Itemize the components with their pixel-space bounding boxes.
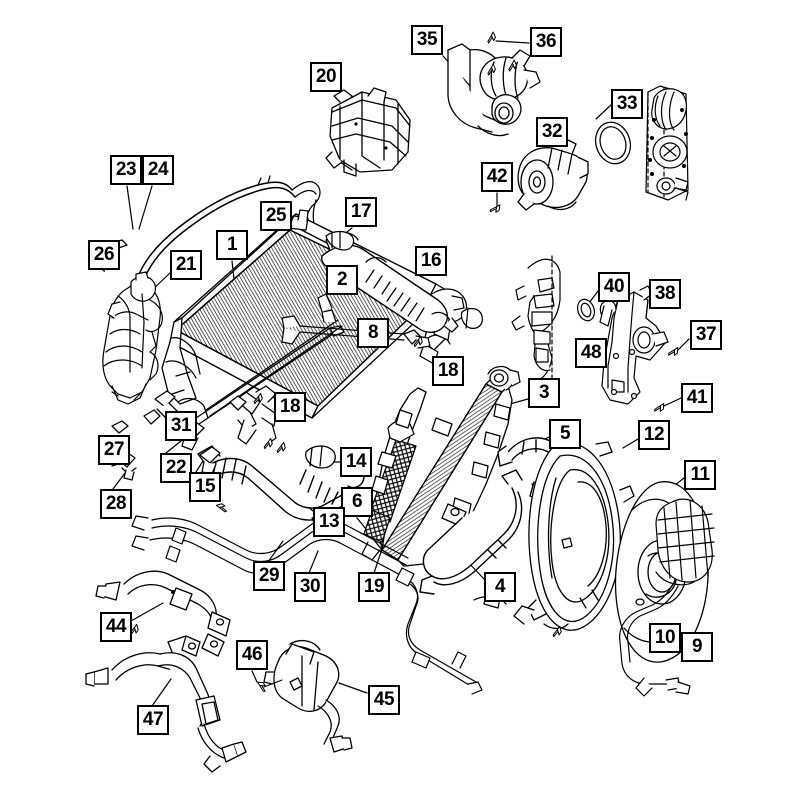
callout-23[interactable]: 23 — [110, 155, 142, 185]
callout-15[interactable]: 15 — [189, 472, 221, 502]
callout-33[interactable]: 33 — [611, 89, 643, 119]
callout-42[interactable]: 42 — [481, 162, 513, 192]
callout-17[interactable]: 17 — [345, 197, 377, 227]
callout-21[interactable]: 21 — [170, 250, 202, 280]
callout-12[interactable]: 12 — [638, 420, 670, 450]
callout-25[interactable]: 25 — [260, 201, 292, 231]
callout-28[interactable]: 28 — [100, 489, 132, 519]
callout-35[interactable]: 35 — [411, 25, 443, 55]
callout-40[interactable]: 40 — [598, 272, 630, 302]
callout-3[interactable]: 3 — [528, 378, 560, 408]
callout-37[interactable]: 37 — [690, 320, 722, 350]
callout-9[interactable]: 9 — [681, 632, 713, 662]
callout-14[interactable]: 14 — [340, 447, 372, 477]
callout-27[interactable]: 27 — [98, 435, 130, 465]
callout-22[interactable]: 22 — [160, 453, 192, 483]
callout-16[interactable]: 16 — [415, 246, 447, 276]
callout-4[interactable]: 4 — [484, 572, 516, 602]
callout-6[interactable]: 6 — [341, 487, 373, 517]
callout-46[interactable]: 46 — [236, 640, 268, 670]
callout-26[interactable]: 26 — [88, 240, 120, 270]
callout-18[interactable]: 18 — [432, 356, 464, 386]
callout-24[interactable]: 24 — [142, 155, 174, 185]
callout-32[interactable]: 32 — [536, 117, 568, 147]
callout-5[interactable]: 5 — [549, 419, 581, 449]
callout-30[interactable]: 30 — [294, 572, 326, 602]
callout-10[interactable]: 10 — [649, 623, 681, 653]
callout-8[interactable]: 8 — [357, 318, 389, 348]
callout-44[interactable]: 44 — [100, 612, 132, 642]
callout-48[interactable]: 48 — [575, 338, 607, 368]
callout-31[interactable]: 31 — [165, 411, 197, 441]
callout-38[interactable]: 38 — [649, 279, 681, 309]
callout-41[interactable]: 41 — [681, 383, 713, 413]
callout-45[interactable]: 45 — [368, 685, 400, 715]
callout-11[interactable]: 11 — [684, 460, 716, 490]
callout-1[interactable]: 1 — [216, 230, 248, 260]
callout-29[interactable]: 29 — [253, 561, 285, 591]
callout-19[interactable]: 19 — [358, 572, 390, 602]
callout-20[interactable]: 20 — [310, 62, 342, 92]
callout-13[interactable]: 13 — [313, 507, 345, 537]
callout-18[interactable]: 18 — [274, 392, 306, 422]
callout-2[interactable]: 2 — [326, 265, 358, 295]
callout-47[interactable]: 47 — [137, 705, 169, 735]
callout-36[interactable]: 36 — [530, 27, 562, 57]
